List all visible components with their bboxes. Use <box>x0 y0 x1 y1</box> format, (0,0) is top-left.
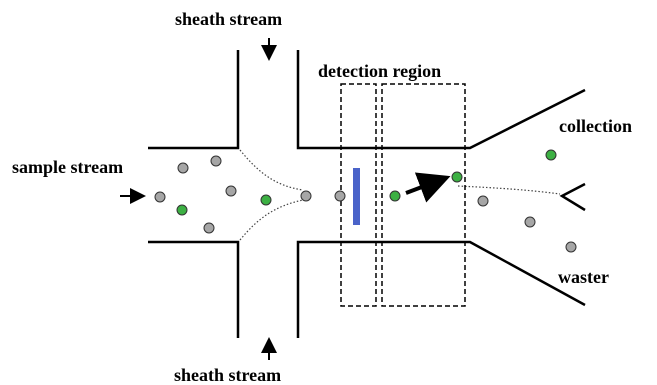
waste-label: waster <box>558 267 609 287</box>
top-right-wall <box>296 50 586 150</box>
green-particle <box>176 204 188 216</box>
channel-walls <box>148 50 586 338</box>
core-boundary-top <box>239 149 304 191</box>
sample-stream-label: sample stream <box>12 157 123 177</box>
green-particle <box>260 194 272 206</box>
laser-bar <box>353 168 360 225</box>
detection-box-right <box>381 83 466 307</box>
bottom-left-wall <box>148 240 240 338</box>
gray-particle <box>203 222 215 234</box>
gray-particle <box>477 195 489 207</box>
green-particle <box>545 149 557 161</box>
gray-particle <box>225 185 237 197</box>
bottom-right-wall <box>296 240 586 338</box>
deflection-path <box>457 185 561 195</box>
green-particle <box>451 171 463 183</box>
detection-region-label: detection region <box>318 61 441 81</box>
gray-particle <box>177 162 189 174</box>
sheath-stream-bottom-label: sheath stream <box>174 365 281 385</box>
gray-particle <box>334 190 346 202</box>
sample-core-boundary <box>239 149 561 241</box>
gray-particle <box>300 190 312 202</box>
core-boundary-bottom <box>239 199 304 241</box>
arrows <box>120 38 451 360</box>
collection-label: collection <box>559 116 632 136</box>
sheath-stream-top-label: sheath stream <box>175 9 282 29</box>
deflection-arrow <box>405 172 451 203</box>
gray-particle <box>524 216 536 228</box>
particles <box>154 149 577 253</box>
gray-particle <box>210 155 222 167</box>
green-particle <box>389 190 401 202</box>
splitter-wedge <box>559 182 586 212</box>
top-left-wall <box>148 50 240 150</box>
gray-particle <box>154 191 166 203</box>
gray-particle <box>565 241 577 253</box>
